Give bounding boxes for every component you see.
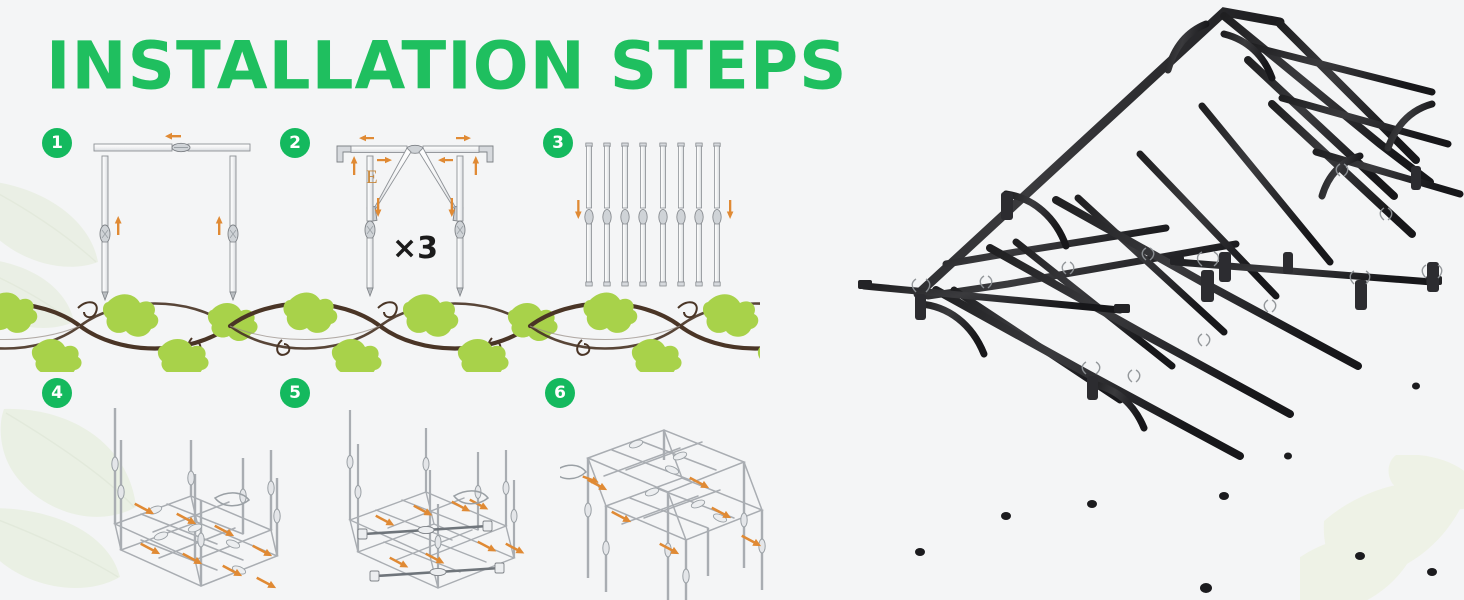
step-badge-5-number: 5 <box>289 383 301 403</box>
step-badge-4: 4 <box>42 378 72 408</box>
step-badge-6: 6 <box>545 378 575 408</box>
step-6-diagram <box>560 429 766 600</box>
vine-divider <box>0 292 760 372</box>
step-5-diagram <box>346 410 525 589</box>
page-title: INSTALLATION STEPS <box>46 26 848 105</box>
pergola-frame-photo <box>858 4 1464 596</box>
step-badge-3-number: 3 <box>552 133 564 153</box>
step-badge-1: 1 <box>42 128 72 158</box>
repeat-count-label: ×3 <box>392 231 439 266</box>
step-1-diagram <box>93 132 251 302</box>
step-badge-1-number: 1 <box>51 133 63 153</box>
step-badge-3: 3 <box>543 128 573 158</box>
step-4-diagram <box>111 408 281 589</box>
step-3-diagram <box>575 142 734 287</box>
step-badge-4-number: 4 <box>51 383 63 403</box>
step-badge-6-number: 6 <box>554 383 566 403</box>
step-badge-2: 2 <box>280 128 310 158</box>
step-badge-2-number: 2 <box>289 133 301 153</box>
part-label-E: E <box>366 167 378 188</box>
step-2-diagram <box>336 134 494 298</box>
step-badge-5: 5 <box>280 378 310 408</box>
